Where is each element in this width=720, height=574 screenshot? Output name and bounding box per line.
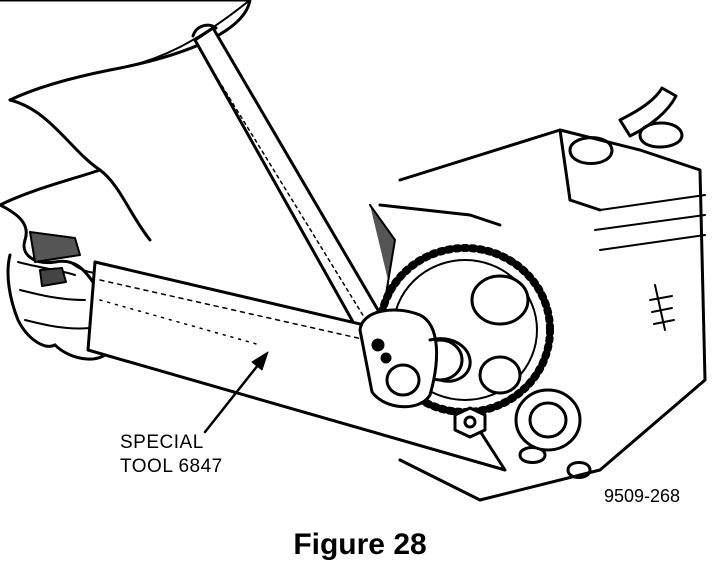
part-number: 9509-268 <box>604 486 681 506</box>
sleeve-arm <box>0 0 252 242</box>
technical-illustration <box>0 0 707 502</box>
hand <box>0 203 116 361</box>
sprocket-bolt <box>453 406 487 439</box>
callout-label-line2: TOOL 6847 <box>120 456 223 477</box>
callout-label-line1: SPECIAL <box>120 432 204 453</box>
idler-pulley <box>514 388 582 452</box>
figure-caption: Figure 28 <box>293 528 427 561</box>
leader-arrow <box>203 351 269 434</box>
tool-head <box>358 308 472 409</box>
